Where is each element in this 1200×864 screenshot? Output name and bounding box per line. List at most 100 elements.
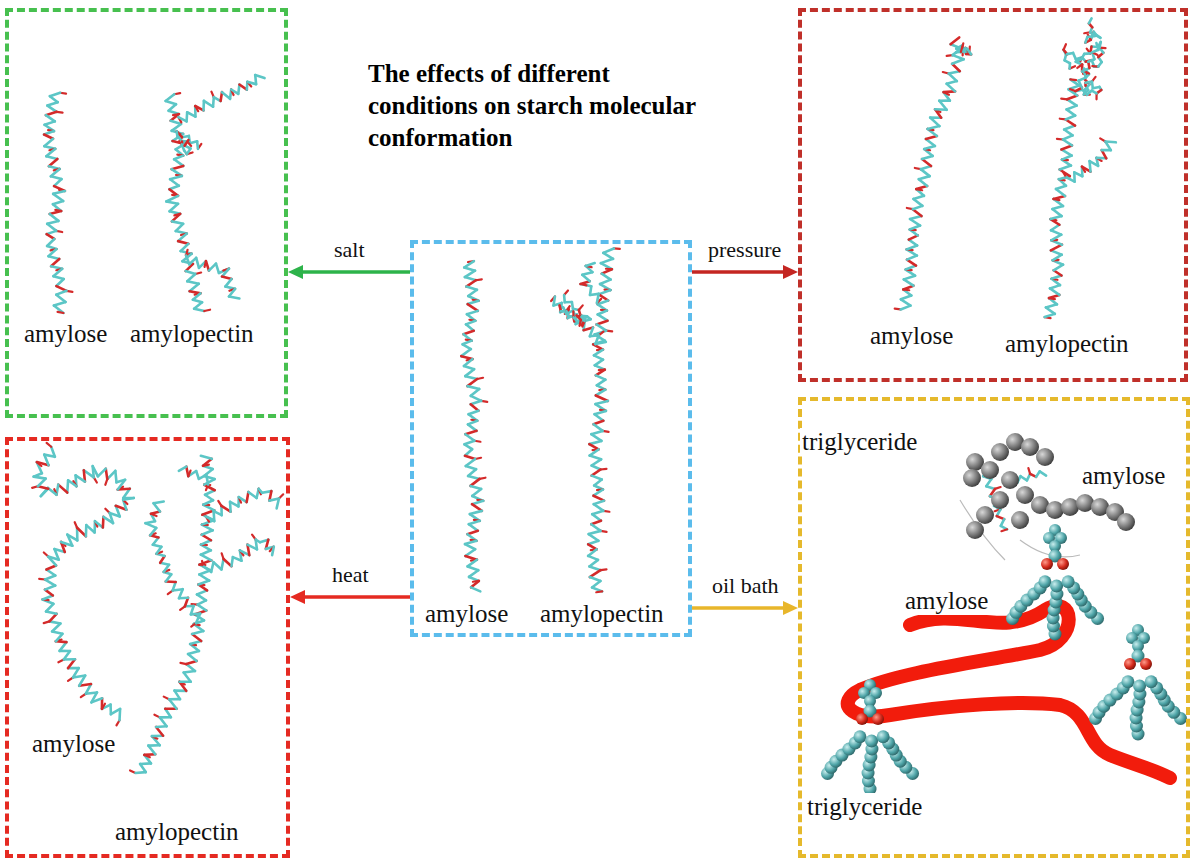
bond (1063, 135, 1073, 139)
bond (913, 209, 922, 216)
molecule-label: amylose (423, 600, 510, 628)
bond (179, 467, 186, 471)
bond (222, 269, 229, 277)
bond (93, 466, 98, 476)
carbon-atom (1145, 675, 1158, 688)
molecule-label: amylose (22, 320, 109, 348)
bond (595, 342, 605, 344)
bond (172, 169, 182, 176)
bond (592, 514, 601, 521)
bond (46, 112, 57, 115)
bond (904, 279, 914, 285)
bond (1052, 209, 1061, 216)
triglyceride-atom (991, 443, 1009, 461)
bond (56, 634, 63, 641)
bond (464, 331, 474, 334)
condition-label: salt (332, 238, 367, 262)
bond (160, 717, 167, 726)
carbon-atom (1133, 680, 1146, 693)
bond (203, 500, 213, 505)
bond (272, 547, 274, 555)
bond (51, 447, 55, 457)
bond (53, 194, 63, 201)
bond (172, 214, 180, 221)
bond (197, 590, 207, 594)
bond (603, 248, 614, 252)
bond (471, 401, 482, 404)
bond (170, 204, 178, 212)
bond (197, 594, 206, 600)
bond (939, 101, 946, 110)
bond (467, 314, 475, 320)
bond (1060, 166, 1071, 170)
bond (1063, 139, 1072, 145)
bond (595, 331, 607, 335)
bond (194, 309, 204, 311)
oxygen-atom (1057, 558, 1069, 570)
oxygen-atom (1041, 558, 1053, 570)
bond (1052, 279, 1060, 285)
bond (170, 176, 182, 179)
carbon-atom (865, 735, 878, 748)
bond (906, 270, 915, 276)
arrow-line (692, 606, 783, 610)
bond (49, 614, 56, 622)
bond (190, 641, 201, 644)
bond (166, 94, 175, 101)
amylopectin-branch (145, 501, 200, 626)
bond (54, 302, 66, 306)
bond (277, 499, 279, 509)
bond (947, 81, 957, 84)
amylopectin-chain (166, 93, 210, 311)
bond (203, 459, 212, 466)
branch-cluster (560, 290, 591, 326)
triglyceride-atom (963, 469, 981, 487)
triglyceride-atom (991, 491, 1009, 509)
bond (46, 604, 53, 612)
arrow-head (290, 590, 305, 604)
bond (45, 125, 54, 131)
bond (216, 264, 219, 273)
molecule-label: triglyceride (800, 428, 919, 456)
bond (1067, 106, 1077, 110)
bond (467, 534, 476, 541)
bond (53, 204, 61, 211)
bond (468, 566, 479, 570)
bond (467, 379, 477, 386)
triglyceride-atom (981, 461, 999, 479)
bond (472, 489, 481, 496)
triglyceride-molecule (821, 679, 919, 796)
bond (1046, 304, 1057, 307)
bond (53, 276, 63, 279)
bond (190, 644, 199, 651)
bond (204, 101, 213, 107)
bond (169, 189, 178, 196)
bond (206, 475, 208, 485)
bond (924, 146, 935, 149)
molecule-label: amylose (868, 322, 955, 350)
bond (921, 169, 930, 176)
bond (1066, 119, 1075, 125)
bond (589, 444, 598, 449)
bond (906, 266, 916, 270)
arrow-connector (290, 590, 410, 604)
bond (461, 349, 471, 356)
bond (468, 424, 477, 431)
bond (1054, 199, 1063, 206)
bond (50, 214, 59, 221)
hydroxyl (1001, 529, 1007, 531)
carbon-atom (1121, 675, 1134, 688)
bond (589, 441, 601, 444)
bond (222, 92, 230, 99)
branch-cluster (1084, 18, 1100, 42)
bond (1056, 186, 1066, 189)
bond (1061, 145, 1072, 149)
bond (1105, 140, 1116, 143)
bond (156, 727, 163, 736)
bond (166, 101, 176, 104)
bond (593, 344, 603, 349)
triglyceride-atom (1117, 513, 1135, 531)
bond (591, 434, 601, 441)
bond (199, 574, 209, 580)
